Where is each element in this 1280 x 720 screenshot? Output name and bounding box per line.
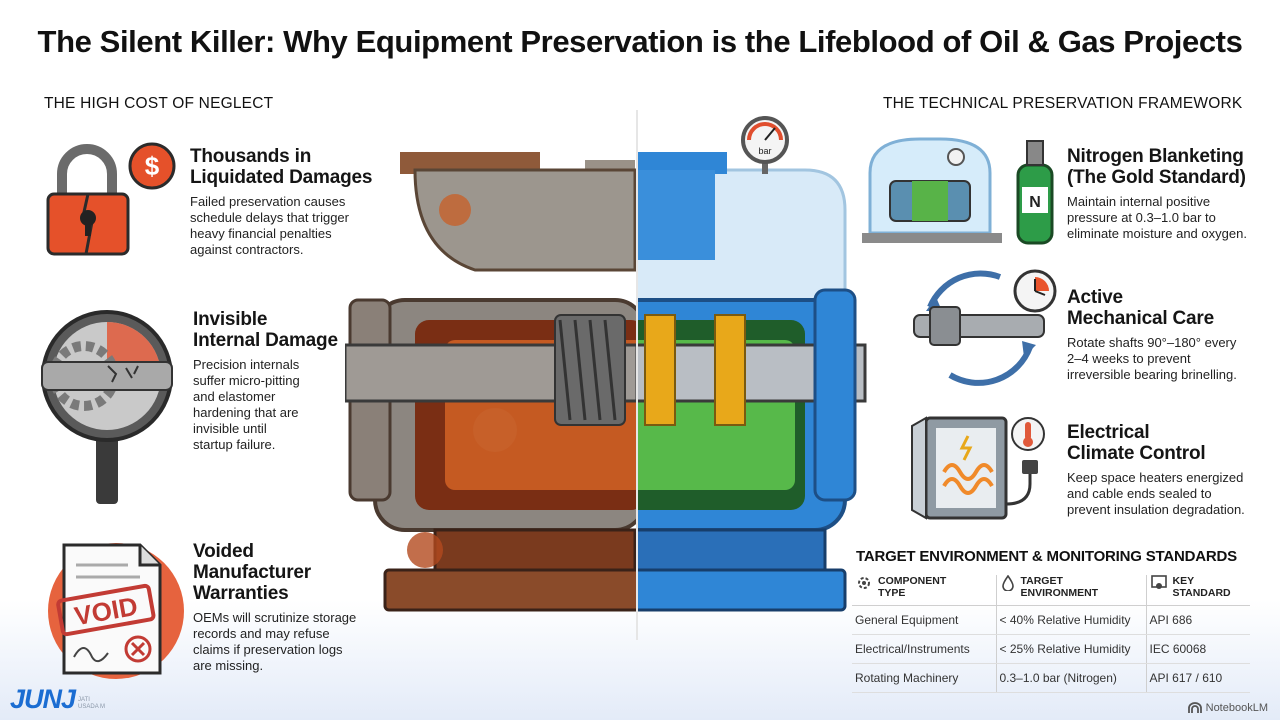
gear-icon [858, 577, 870, 589]
column-key-standard: KEY STANDARD [1145, 575, 1250, 606]
table-cell: API 686 [1145, 605, 1250, 635]
climate-control-block: Electrical Climate Control Keep space he… [1067, 422, 1267, 518]
mechanical-care-body: Rotate shafts 90°–180° every 2–4 weeks t… [1067, 335, 1237, 382]
credit-label: NotebookLM [1205, 702, 1268, 714]
mechanical-care-title: Active Mechanical Care [1067, 287, 1214, 329]
column-target-environment-label: TARGET ENVIRONMENT [1020, 575, 1099, 599]
broken-padlock-dollar-icon: $ [46, 142, 176, 256]
standards-header-row: COMPONENT TYPE TARGET ENVIRONMENT KEY ST… [852, 575, 1250, 606]
standards-table: COMPONENT TYPE TARGET ENVIRONMENT KEY ST… [852, 575, 1250, 693]
brand-logo: JUNJ [10, 684, 76, 714]
cylinder-label: N [1029, 194, 1041, 211]
column-key-standard-label: KEY STANDARD [1172, 575, 1231, 599]
rusted-pump-half [345, 152, 637, 612]
voided-warranties-block: Voided Manufacturer Warranties OEMs will… [193, 541, 383, 674]
nitrogen-blanketing-body: Maintain internal positive pressure at 0… [1067, 194, 1247, 241]
brand-subtitle: JATI USADA M [78, 697, 106, 710]
table-cell: General Equipment [852, 605, 996, 635]
table-cell: Rotating Machinery [852, 663, 996, 693]
preserved-pump-half: bar [637, 116, 867, 612]
mechanical-care-block: Active Mechanical Care Rotate shafts 90°… [1067, 287, 1267, 383]
pump-rusted-vs-preserved-illustration: bar [345, 110, 867, 640]
magnifier-cracked-shaft-icon [41, 310, 173, 504]
certificate-icon [1150, 575, 1167, 589]
droplet-icon [1001, 575, 1014, 591]
voided-warranties-body: OEMs will scrutinize storage records and… [193, 610, 357, 673]
electrical-panel-heater-icon [911, 416, 1045, 520]
notebooklm-icon [1187, 702, 1202, 713]
notebooklm-credit: NotebookLM [1187, 702, 1268, 714]
right-section-heading: THE TECHNICAL PRESERVATION FRAMEWORK [883, 95, 1243, 112]
climate-control-body: Keep space heaters energized and cable e… [1067, 470, 1245, 517]
voided-warranties-title: Voided Manufacturer Warranties [193, 541, 311, 604]
nitrogen-cylinder-icon: N [862, 137, 1054, 245]
nitrogen-blanketing-title: Nitrogen Blanketing (The Gold Standard) [1067, 146, 1246, 188]
table-cell: < 25% Relative Humidity [995, 634, 1146, 664]
left-section-heading: THE HIGH COST OF NEGLECT [44, 95, 274, 112]
standards-title: TARGET ENVIRONMENT & MONITORING STANDARD… [856, 548, 1237, 565]
table-row: Electrical/Instruments < 25% Relative Hu… [852, 634, 1250, 664]
internal-damage-body: Precision internals suffer micro-pitting… [193, 357, 300, 452]
table-cell: < 40% Relative Humidity [995, 605, 1146, 635]
table-row: Rotating Machinery 0.3–1.0 bar (Nitrogen… [852, 663, 1250, 693]
void-document-icon: VOID [48, 543, 184, 679]
table-cell: Electrical/Instruments [852, 634, 996, 664]
table-cell: IEC 60068 [1145, 634, 1250, 664]
table-cell: 0.3–1.0 bar (Nitrogen) [995, 663, 1146, 693]
column-target-environment: TARGET ENVIRONMENT [995, 575, 1146, 606]
page-title: The Silent Killer: Why Equipment Preserv… [37, 24, 1243, 59]
liquidated-damages-block: Thousands in Liquidated Damages Failed p… [190, 146, 380, 258]
svg-text:$: $ [145, 151, 160, 181]
rotating-shaft-clock-icon [913, 269, 1057, 386]
table-cell: API 617 / 610 [1145, 663, 1250, 693]
climate-control-title: Electrical Climate Control [1067, 422, 1206, 464]
brand-logo-block: JUNJ JATI USADA M [10, 684, 105, 715]
internal-damage-title: Invisible Internal Damage [193, 309, 338, 351]
internal-damage-block: Invisible Internal Damage Precision inte… [193, 309, 353, 453]
table-row: General Equipment < 40% Relative Humidit… [852, 605, 1250, 635]
nitrogen-blanketing-block: Nitrogen Blanketing (The Gold Standard) … [1067, 146, 1267, 242]
liquidated-damages-body: Failed preservation causes schedule dela… [190, 194, 349, 257]
gauge-label: bar [758, 146, 771, 156]
column-component-type: COMPONENT TYPE [852, 575, 996, 606]
column-component-type-label: COMPONENT TYPE [878, 575, 947, 599]
liquidated-damages-title: Thousands in Liquidated Damages [190, 146, 373, 188]
